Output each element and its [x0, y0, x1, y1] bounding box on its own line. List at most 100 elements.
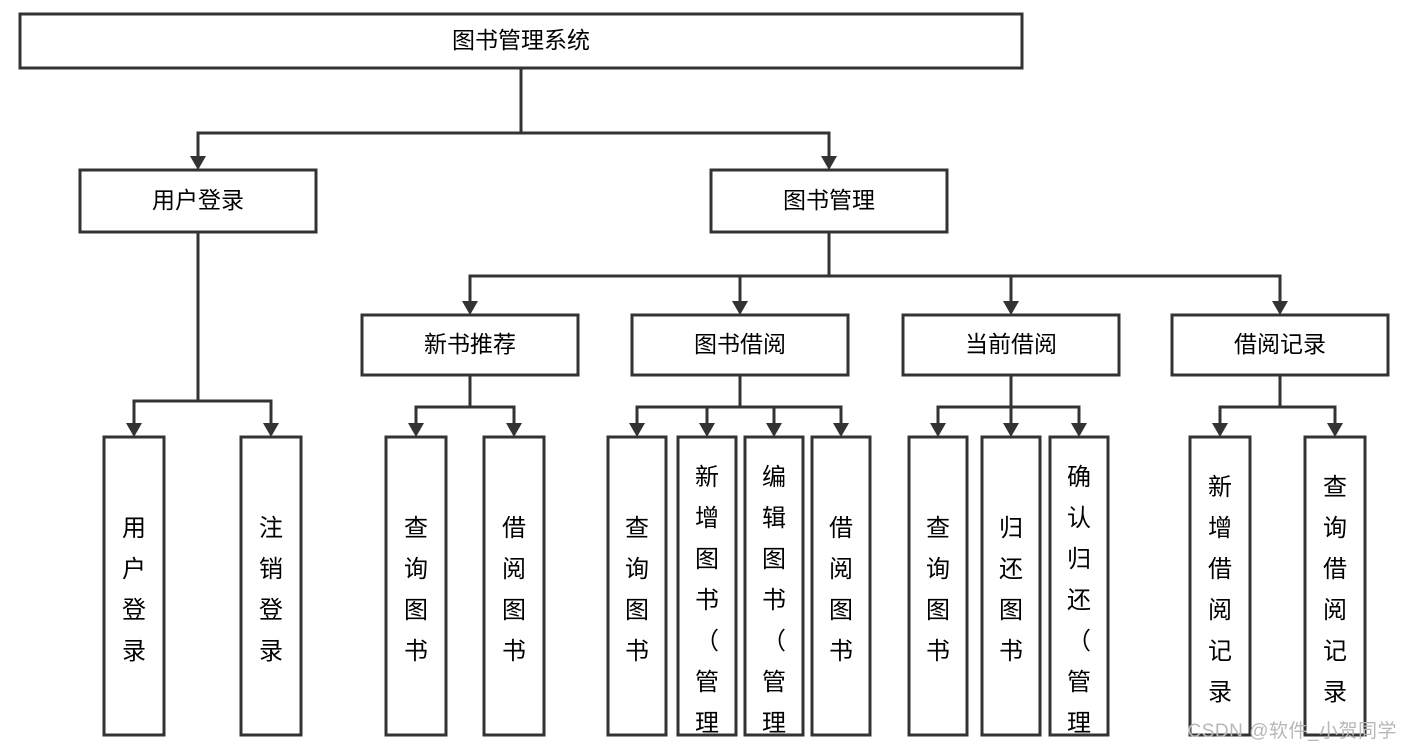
- node-login[interactable]: 用户登录: [78, 168, 318, 234]
- node-leaf-cu-return[interactable]: 归还图书: [980, 435, 1042, 737]
- nodes-layer: 图书管理系统用户登录图书管理新书推荐图书借阅当前借阅借阅记录用户登录注销登录查询…: [18, 12, 1390, 747]
- edge-line: [468, 232, 831, 303]
- node-box[interactable]: [1188, 435, 1252, 737]
- node-box[interactable]: [901, 313, 1121, 377]
- edge-records-to-leaf-rc-add: [1212, 375, 1282, 437]
- node-newbook[interactable]: 新书推荐: [360, 313, 580, 377]
- node-box[interactable]: [78, 168, 318, 234]
- edge-login-to-leaf-login: [126, 232, 200, 437]
- node-leaf-nb-query[interactable]: 查询图书: [384, 435, 448, 737]
- edge-line: [738, 375, 843, 425]
- node-box[interactable]: [102, 435, 166, 737]
- node-leaf-bw-borrow[interactable]: 借阅图书: [810, 435, 872, 737]
- node-leaf-logout[interactable]: 注销登录: [239, 435, 303, 737]
- node-root[interactable]: 图书管理系统: [18, 12, 1024, 70]
- node-current[interactable]: 当前借阅: [901, 313, 1121, 377]
- node-box[interactable]: [1170, 313, 1390, 377]
- node-label: 当前借阅: [965, 331, 1057, 357]
- node-label: 新增借阅记录: [1208, 474, 1232, 706]
- node-borrow[interactable]: 图书借阅: [630, 313, 850, 377]
- node-label: 图书借阅: [694, 331, 786, 357]
- arrow-head-icon: [821, 156, 837, 170]
- edges-layer: [126, 68, 1343, 437]
- node-box[interactable]: [743, 435, 805, 737]
- node-leaf-nb-borrow[interactable]: 借阅图书: [482, 435, 546, 737]
- arrow-head-icon: [1272, 301, 1288, 315]
- edge-line: [132, 232, 200, 425]
- edge-records-to-leaf-rc-query: [1278, 375, 1343, 437]
- edge-bookmgmt-to-newbook: [462, 232, 831, 315]
- edge-line: [738, 375, 776, 425]
- node-box[interactable]: [907, 435, 969, 737]
- arrow-head-icon: [1003, 301, 1019, 315]
- node-label: 借阅图书: [829, 515, 853, 665]
- edge-borrow-to-leaf-bw-borrow: [738, 375, 849, 437]
- node-box[interactable]: [676, 435, 738, 737]
- edge-newbook-to-leaf-nb-borrow: [468, 375, 522, 437]
- edge-line: [414, 375, 472, 425]
- node-leaf-rc-query[interactable]: 查询借阅记录: [1303, 435, 1367, 737]
- node-box[interactable]: [18, 12, 1024, 70]
- edge-line: [196, 68, 523, 158]
- node-label: 编辑图书（管理员）: [762, 464, 786, 747]
- node-label: 新增图书（管理员）: [695, 464, 719, 747]
- node-box[interactable]: [1048, 435, 1110, 737]
- edge-line: [519, 68, 831, 158]
- edge-bookmgmt-to-records: [827, 232, 1288, 315]
- arrow-head-icon: [506, 423, 522, 437]
- node-label: 借阅记录: [1234, 331, 1326, 357]
- node-box[interactable]: [482, 435, 546, 737]
- edge-line: [738, 232, 831, 303]
- edge-root-to-bookmgmt: [519, 68, 837, 170]
- node-label: 归还图书: [999, 515, 1023, 665]
- edge-line: [1278, 375, 1337, 425]
- node-box[interactable]: [810, 435, 872, 737]
- edge-root-to-login: [190, 68, 523, 170]
- node-box[interactable]: [606, 435, 668, 737]
- arrow-head-icon: [629, 423, 645, 437]
- node-leaf-rc-add[interactable]: 新增借阅记录: [1188, 435, 1252, 737]
- arrow-head-icon: [263, 423, 279, 437]
- node-leaf-cu-confirm[interactable]: 确认归还（管理员）: [1048, 435, 1110, 747]
- arrow-head-icon: [930, 423, 946, 437]
- node-label: 注销登录: [259, 515, 283, 665]
- node-box[interactable]: [630, 313, 850, 377]
- arrow-head-icon: [1327, 423, 1343, 437]
- edge-line: [705, 375, 742, 425]
- arrow-head-icon: [1212, 423, 1228, 437]
- edge-line: [1218, 375, 1282, 425]
- node-leaf-cu-query[interactable]: 查询图书: [907, 435, 969, 737]
- node-records[interactable]: 借阅记录: [1170, 313, 1390, 377]
- edge-login-to-leaf-logout: [196, 232, 279, 437]
- node-label: 用户登录: [122, 515, 146, 665]
- node-leaf-bw-edit[interactable]: 编辑图书（管理员）: [743, 435, 805, 747]
- node-box[interactable]: [1303, 435, 1367, 737]
- node-box[interactable]: [709, 168, 949, 234]
- node-box[interactable]: [384, 435, 448, 737]
- node-label: 图书管理系统: [452, 27, 590, 53]
- watermark-label: CSDN @软件_小贺同学: [1187, 721, 1397, 742]
- node-box[interactable]: [980, 435, 1042, 737]
- node-bookmgmt[interactable]: 图书管理: [709, 168, 949, 234]
- edge-current-to-leaf-cu-confirm: [1009, 375, 1087, 437]
- arrow-head-icon: [408, 423, 424, 437]
- node-label: 查询借阅记录: [1323, 474, 1347, 706]
- arrow-head-icon: [699, 423, 715, 437]
- edge-bookmgmt-to-borrow: [732, 232, 831, 315]
- node-leaf-login[interactable]: 用户登录: [102, 435, 166, 737]
- node-label: 借阅图书: [502, 515, 526, 665]
- node-box[interactable]: [360, 313, 580, 377]
- node-box[interactable]: [239, 435, 303, 737]
- node-label: 用户登录: [152, 187, 244, 213]
- node-leaf-bw-query[interactable]: 查询图书: [606, 435, 668, 737]
- arrow-head-icon: [126, 423, 142, 437]
- edge-line: [468, 375, 516, 425]
- arrow-head-icon: [1071, 423, 1087, 437]
- arrow-head-icon: [732, 301, 748, 315]
- edge-line: [196, 232, 273, 425]
- node-leaf-bw-add[interactable]: 新增图书（管理员）: [676, 435, 738, 747]
- edge-newbook-to-leaf-nb-query: [408, 375, 472, 437]
- edge-line: [635, 375, 742, 425]
- arrow-head-icon: [462, 301, 478, 315]
